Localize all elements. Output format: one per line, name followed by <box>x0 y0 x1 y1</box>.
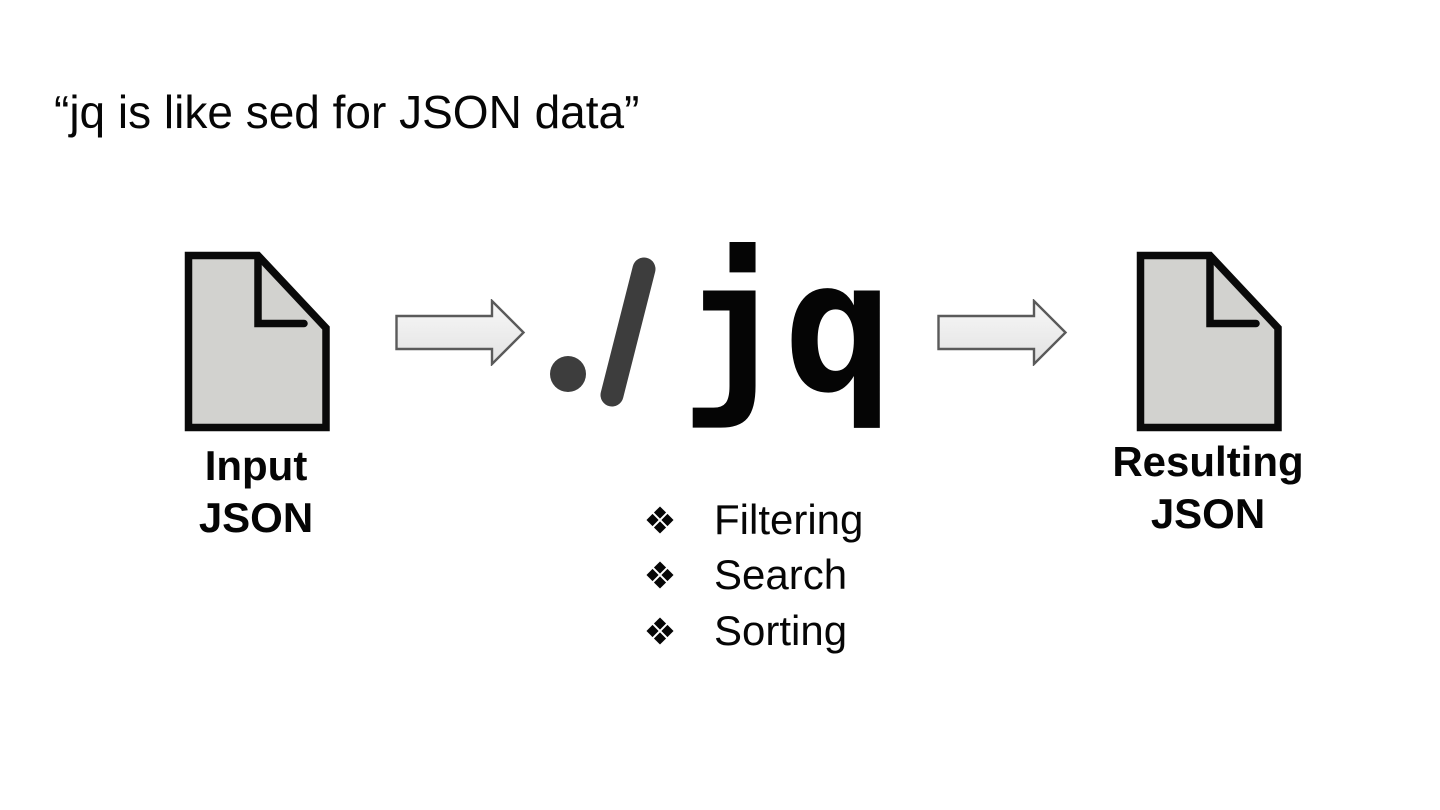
page-shape <box>1136 251 1282 432</box>
input-json-node <box>184 251 330 437</box>
resulting-label-line1: Resulting <box>1112 438 1304 485</box>
feature-label: Sorting <box>714 606 848 654</box>
output-json-node <box>1136 251 1282 437</box>
page-shape <box>184 251 330 432</box>
jq-command-name: jq <box>680 221 893 433</box>
feature-label: Filtering <box>714 495 864 543</box>
slash-glyph <box>600 257 656 407</box>
diamond-bullet-icon <box>646 561 674 589</box>
folded-corner <box>1206 253 1260 328</box>
page-title: “jq is like sed for JSON data” <box>54 86 640 138</box>
input-label-line1: Input <box>204 442 308 489</box>
arrow-shape <box>395 299 526 366</box>
arrow-right-icon <box>395 299 526 366</box>
dot-glyph <box>550 356 586 392</box>
input-label-line2: JSON <box>198 494 314 541</box>
dot-shape <box>550 356 586 392</box>
diamond-bullet-icon <box>646 617 674 645</box>
arrow-right-icon <box>937 299 1068 366</box>
feature-item: Sorting <box>646 603 863 659</box>
feature-list: Filtering Search Sorting <box>646 492 863 659</box>
document-icon <box>184 251 330 432</box>
feature-item: Search <box>646 548 863 604</box>
resulting-label-line2: JSON <box>1150 490 1266 537</box>
arrow-shape <box>937 299 1068 366</box>
folded-corner <box>254 253 308 328</box>
feature-label: Search <box>714 551 848 599</box>
input-json-label: Input JSON <box>146 440 366 544</box>
diamond-bullet-icon <box>646 506 674 534</box>
slash-shape <box>600 257 656 407</box>
document-icon <box>1136 251 1282 432</box>
feature-item: Filtering <box>646 492 863 548</box>
resulting-json-label: Resulting JSON <box>1083 436 1333 540</box>
